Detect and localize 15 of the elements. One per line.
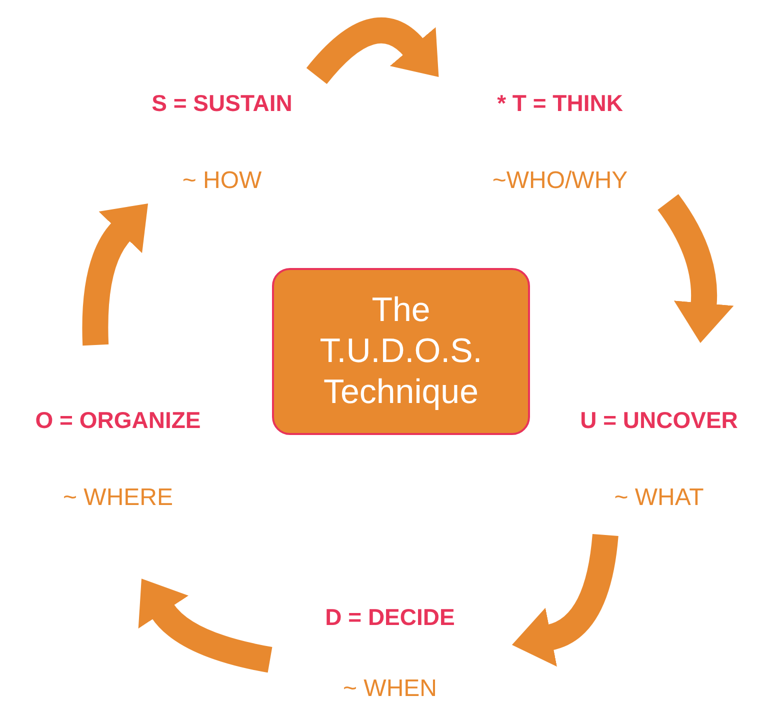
title-box xyxy=(272,268,530,435)
step-heading: U = UNCOVER xyxy=(580,407,738,434)
title-text: The T.U.D.O.S. Technique xyxy=(318,290,484,413)
step-heading: * T = THINK xyxy=(497,90,623,117)
step-heading: D = DECIDE xyxy=(325,604,455,631)
step-question: ~ WHAT xyxy=(614,484,704,512)
step-question: ~WHO/WHY xyxy=(492,167,628,195)
step-question: ~ WHEN xyxy=(342,675,437,703)
step-question: ~ WHERE xyxy=(62,484,173,512)
step-heading: O = ORGANIZE xyxy=(35,407,201,434)
curved-arrow xyxy=(140,580,272,673)
curved-arrow xyxy=(82,202,146,346)
curved-arrow xyxy=(306,18,441,84)
step-heading: S = SUSTAIN xyxy=(152,90,292,117)
step-question: ~ HOW xyxy=(182,167,262,195)
